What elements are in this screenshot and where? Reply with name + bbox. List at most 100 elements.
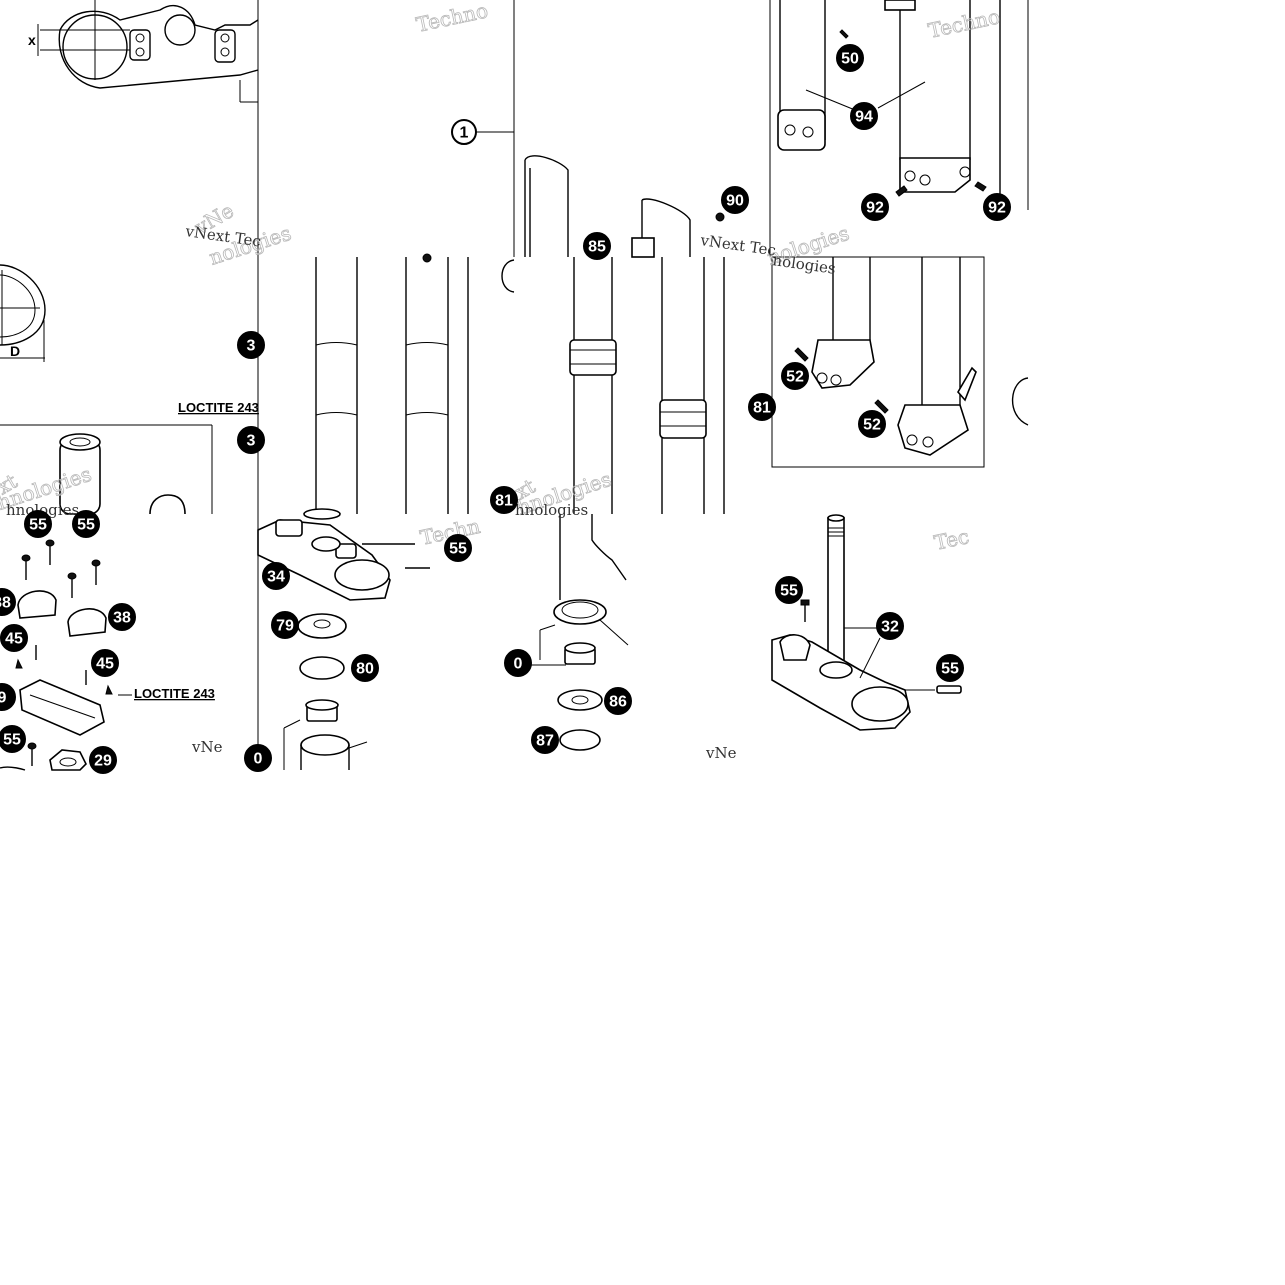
callout-circle bbox=[0, 624, 28, 652]
fork-guards-drawing bbox=[476, 131, 725, 258]
callout-number: 80 bbox=[356, 661, 374, 678]
callout-circle bbox=[244, 744, 272, 772]
callout-circle bbox=[936, 654, 964, 682]
part-callout-86: 86 bbox=[604, 687, 632, 715]
callout-circle bbox=[861, 193, 889, 221]
part-callout-45: 45 bbox=[0, 624, 28, 652]
callout-number: 50 bbox=[841, 51, 859, 68]
callout-number: 92 bbox=[866, 200, 884, 217]
callout-circle bbox=[531, 726, 559, 754]
callout-number: 38 bbox=[113, 610, 131, 627]
part-callout-0: 0 bbox=[504, 649, 532, 677]
part-callout-34: 34 bbox=[262, 562, 290, 590]
callout-circle bbox=[72, 510, 100, 538]
callout-circle bbox=[504, 649, 532, 677]
part-callout-94: 94 bbox=[850, 102, 878, 130]
callout-circle bbox=[0, 683, 16, 711]
callout-circle bbox=[748, 393, 776, 421]
part-callout-79: 79 bbox=[271, 611, 299, 639]
callout-circle bbox=[237, 331, 265, 359]
dimension-x-label: x bbox=[28, 32, 36, 48]
callout-number: 52 bbox=[863, 417, 881, 434]
part-callout-38: 38 bbox=[108, 603, 136, 631]
part-callout-9: 9 bbox=[0, 683, 16, 711]
callout-circle bbox=[983, 193, 1011, 221]
part-callout-92: 92 bbox=[861, 193, 889, 221]
part-callout-81: 81 bbox=[490, 486, 518, 514]
part-callout-50: 50 bbox=[836, 44, 864, 72]
fork-tubes-drawing bbox=[315, 253, 725, 514]
callout-number: 92 bbox=[988, 200, 1006, 217]
part-callout-81: 81 bbox=[748, 393, 776, 421]
callout-number: 1 bbox=[460, 125, 469, 142]
callout-number: 29 bbox=[94, 753, 112, 770]
callout-number: 45 bbox=[5, 631, 23, 648]
callout-number: 87 bbox=[536, 733, 554, 750]
callout-circle bbox=[604, 687, 632, 715]
watermark-text: nologies bbox=[771, 251, 836, 278]
part-callout-80: 80 bbox=[351, 654, 379, 682]
callout-circle bbox=[721, 186, 749, 214]
watermark-text: hnologies bbox=[515, 501, 588, 519]
callout-number: 38 bbox=[0, 595, 11, 612]
watermark-text: hnologies bbox=[6, 501, 79, 519]
part-callout-52: 52 bbox=[858, 410, 886, 438]
callout-circle bbox=[444, 534, 472, 562]
part-callout-55: 55 bbox=[444, 534, 472, 562]
callout-number: 86 bbox=[609, 694, 627, 711]
part-callout-87: 87 bbox=[531, 726, 559, 754]
tube-cross-section-drawing bbox=[0, 264, 46, 362]
steering-stem-drawing bbox=[771, 514, 962, 731]
callout-circle bbox=[0, 725, 26, 753]
callout-circle bbox=[583, 232, 611, 260]
callout-circle bbox=[24, 510, 52, 538]
callout-circle bbox=[781, 362, 809, 390]
callout-number: 45 bbox=[96, 656, 114, 673]
callout-number: 55 bbox=[77, 517, 95, 534]
part-callout-55: 55 bbox=[24, 510, 52, 538]
callout-circle bbox=[0, 588, 16, 616]
callout-number: 81 bbox=[495, 493, 513, 510]
part-callouts: 1 50 94 92 92 90 85 3 3 81 81 52 52 55 55 38 45 45 38 9 55 29… bbox=[0, 44, 1011, 774]
part-callout-90: 90 bbox=[721, 186, 749, 214]
loctite-note: LOCTITE 243 bbox=[134, 686, 215, 701]
watermark-text: vNext Tec bbox=[698, 231, 777, 260]
part-callout-3: 3 bbox=[237, 426, 265, 454]
callout-circle bbox=[237, 426, 265, 454]
callout-circle bbox=[91, 649, 119, 677]
callout-circle bbox=[271, 611, 299, 639]
watermark-text: Techno bbox=[414, 0, 490, 37]
callout-number: 90 bbox=[726, 193, 744, 210]
callout-circle bbox=[262, 562, 290, 590]
callout-number: 52 bbox=[786, 369, 804, 386]
callout-number: 34 bbox=[267, 569, 285, 586]
fork-legs-drawing bbox=[777, 0, 1029, 456]
callout-number: 3 bbox=[247, 338, 256, 355]
part-callout-92: 92 bbox=[983, 193, 1011, 221]
callout-number: 55 bbox=[449, 541, 467, 558]
callout-circle bbox=[858, 410, 886, 438]
part-callout-29: 29 bbox=[89, 746, 117, 774]
part-callout-45: 45 bbox=[91, 649, 119, 677]
part-callout-55: 55 bbox=[936, 654, 964, 682]
callout-number: 32 bbox=[881, 619, 899, 636]
watermark-text: Techno bbox=[926, 4, 1002, 43]
callout-number: 85 bbox=[588, 239, 606, 256]
watermark-text: Tec bbox=[932, 524, 971, 555]
callout-number: 3 bbox=[247, 433, 256, 450]
callout-number: 55 bbox=[780, 583, 798, 600]
callout-number: 0 bbox=[254, 751, 263, 768]
watermark-text: vNe bbox=[191, 738, 223, 756]
panel-borders bbox=[0, 0, 1029, 770]
part-callout-85: 85 bbox=[583, 232, 611, 260]
dimension-d-label: D bbox=[10, 343, 20, 359]
part-callout-52: 52 bbox=[781, 362, 809, 390]
part-callout-55: 55 bbox=[775, 576, 803, 604]
callout-circle bbox=[108, 603, 136, 631]
callout-number: 0 bbox=[514, 656, 523, 673]
callout-circle bbox=[876, 612, 904, 640]
triple-clamp-top-drawing bbox=[37, 0, 259, 103]
callout-number: 55 bbox=[3, 732, 21, 749]
callout-circle bbox=[775, 576, 803, 604]
